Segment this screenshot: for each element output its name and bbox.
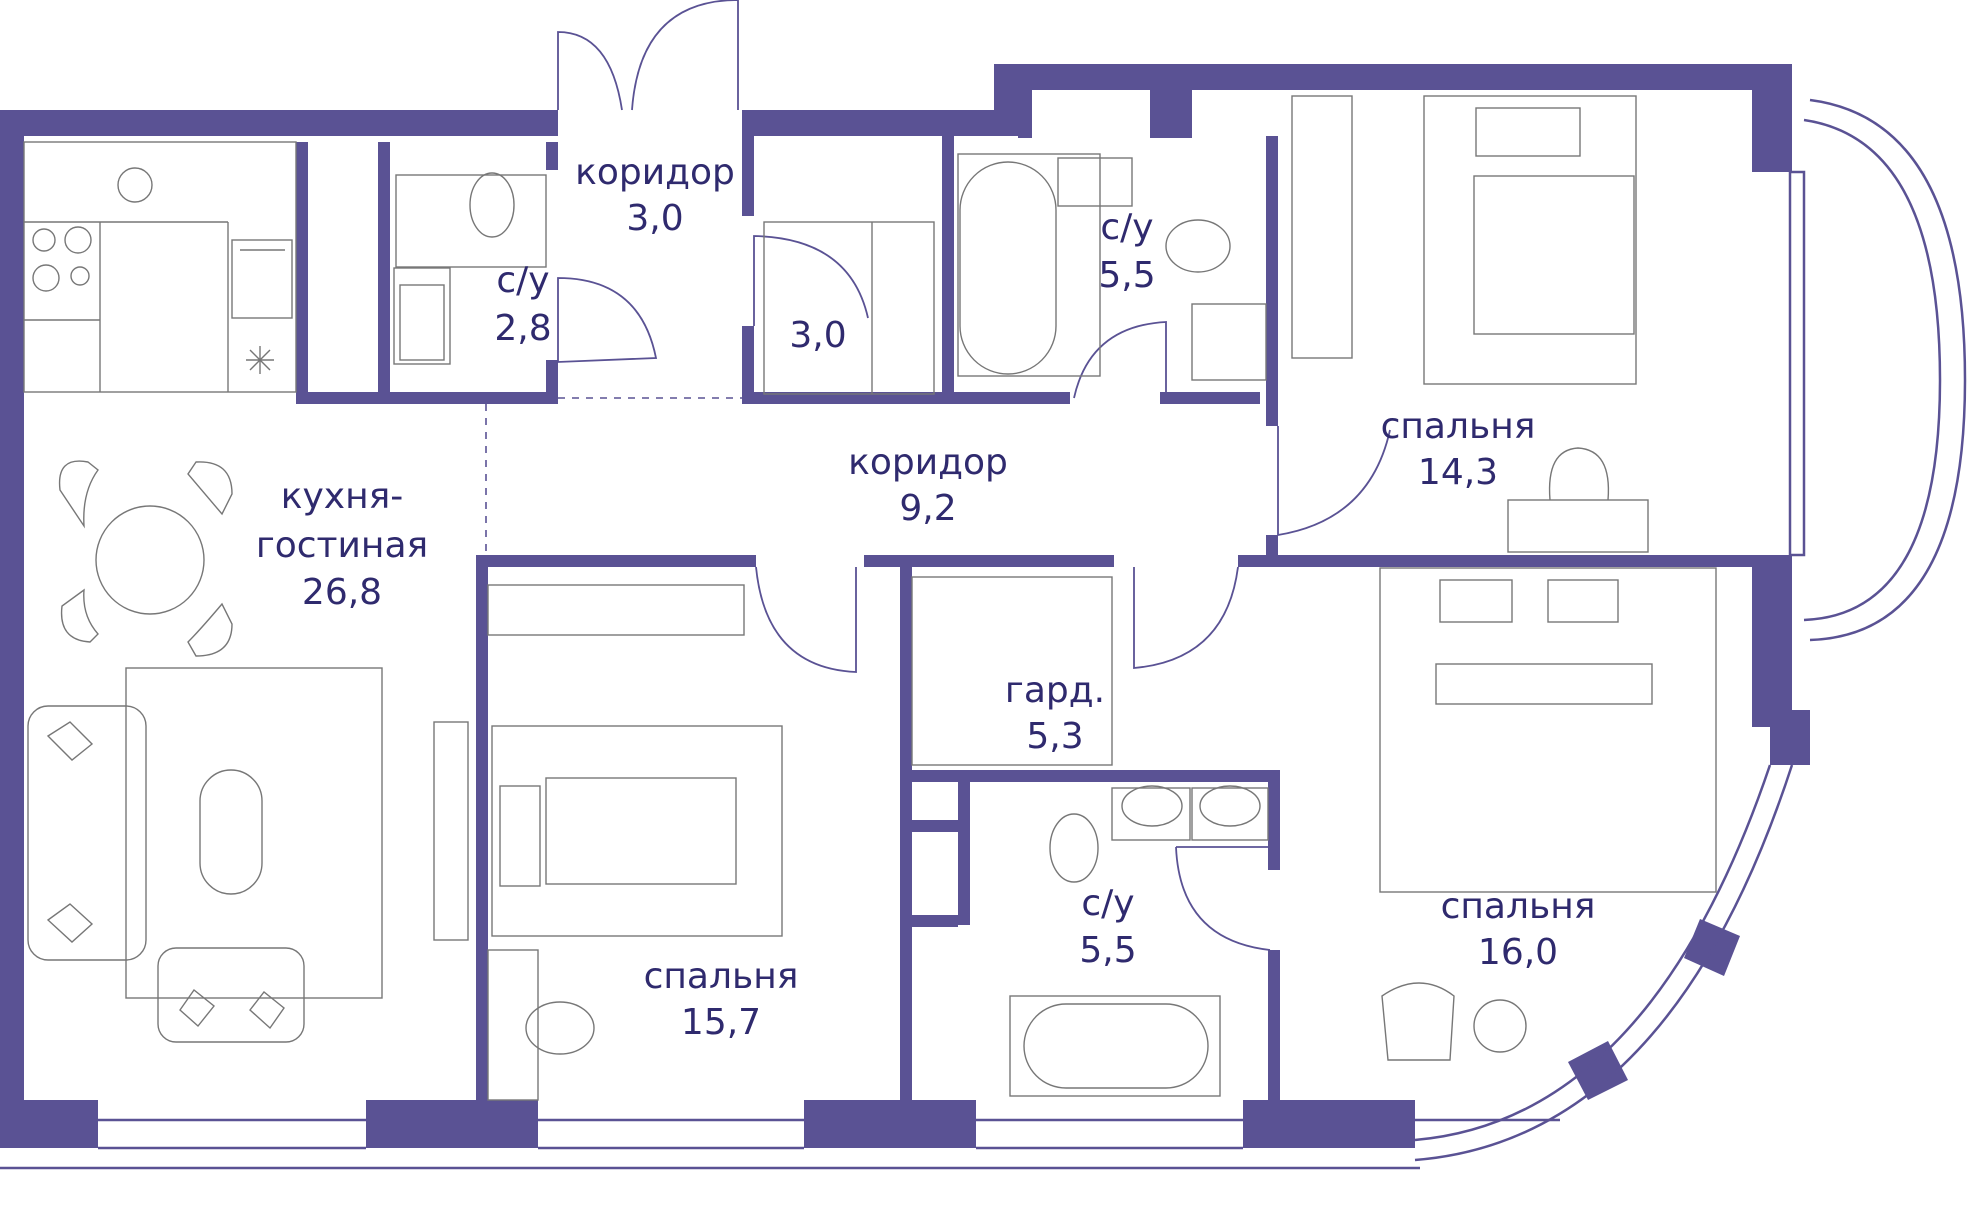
bathroom-bottom-name: с/у <box>1081 883 1134 924</box>
bedroom-middle-area: 15,7 <box>681 1002 761 1043</box>
corridor-main-area: 9,2 <box>899 488 956 529</box>
bathroom-small-name: с/у <box>496 260 549 301</box>
bedroom-bottom-right-area: 16,0 <box>1478 932 1558 973</box>
corridor-main-name: коридор <box>848 442 1008 483</box>
bedroom-top-right-area: 14,3 <box>1418 452 1498 493</box>
bathroom-top-name: с/у <box>1100 207 1153 248</box>
bedroom-middle-name: спальня <box>644 956 799 997</box>
bathroom-bottom-area: 5,5 <box>1079 930 1136 971</box>
bedroom-bottom-right-name: спальня <box>1441 886 1596 927</box>
bedroom-top-right-name: спальня <box>1381 406 1536 447</box>
room-labels: коридор 3,0 с/у 2,8 3,0 с/у 5,5 спальня … <box>256 152 1596 1043</box>
corridor-top-area: 3,0 <box>626 198 683 239</box>
kitchen-furniture <box>23 141 383 1043</box>
bathroom-top-area: 5,5 <box>1098 255 1155 296</box>
kitchen-living-name-line2: гостиная <box>256 525 428 566</box>
kitchen-living-name-line1: кухня- <box>281 476 404 517</box>
doors <box>485 0 1391 951</box>
wardrobe-area: 5,3 <box>1026 716 1083 757</box>
bathroom-small-area: 2,8 <box>494 308 551 349</box>
storage-area: 3,0 <box>789 315 846 356</box>
exterior-walls <box>0 64 1967 1170</box>
kitchen-living-area: 26,8 <box>302 572 382 613</box>
bathroom-fixtures <box>393 153 1269 1097</box>
bedroom-furniture <box>433 95 1717 1101</box>
corridor-top-name: коридор <box>575 152 735 193</box>
wardrobe-name: гард. <box>1005 670 1105 711</box>
interior-walls <box>296 90 1758 1100</box>
